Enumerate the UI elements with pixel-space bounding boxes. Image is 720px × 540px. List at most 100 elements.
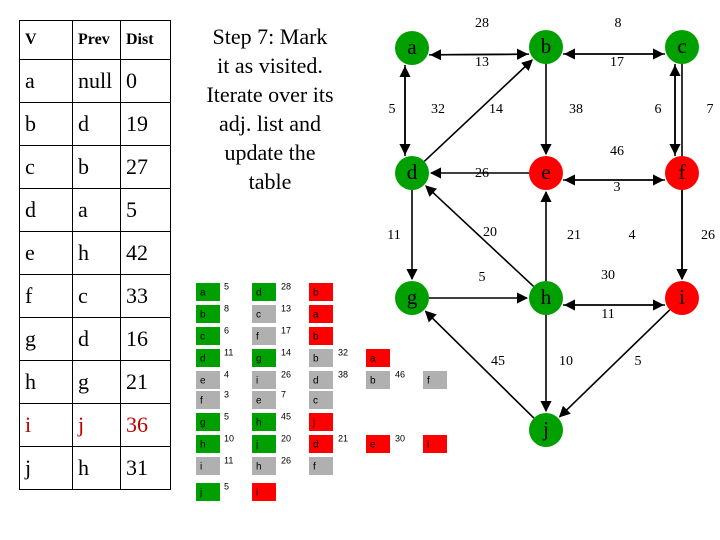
cell-vertex: b [19, 102, 73, 146]
cell-dist: 27 [120, 145, 171, 189]
edge-b-a [429, 49, 530, 61]
edge-weight-f-c: 7 [707, 102, 714, 117]
adj-entry-box [366, 349, 390, 367]
adj-weight: 5 [224, 481, 229, 491]
step-description: Step 7: Mark it as visited. Iterate over… [206, 24, 334, 194]
edge-weight-a-d: 5 [389, 102, 396, 117]
adj-entry-label: b [313, 354, 319, 365]
adj-entry-box [252, 305, 276, 323]
adj-entry-label: f [427, 376, 430, 387]
edge-weight-a-b: 28 [475, 16, 489, 31]
edge-weight-b-e: 38 [569, 102, 583, 117]
edge-j-g [424, 310, 535, 419]
edge-weight-e-f: 46 [610, 144, 624, 159]
adj-entry-label: d [313, 440, 319, 451]
adj-entry-label: b [313, 332, 319, 343]
edge-weight-b-a: 13 [475, 55, 489, 70]
adj-head-label-f: f [200, 396, 203, 407]
adj-entry-box [309, 457, 333, 475]
adj-entry-label: f [313, 462, 316, 473]
cell-prev: d [72, 317, 121, 361]
graph-node-label-h: h [541, 285, 552, 309]
cell-dist: 33 [120, 274, 171, 318]
adj-head-label-c: c [200, 332, 205, 343]
adj-entry-label: d [256, 288, 262, 299]
edge-weight-c-b: 17 [610, 55, 624, 70]
adj-head-label-b: b [200, 310, 206, 321]
adj-entry-label: h [256, 418, 262, 429]
edge-weight-d-g: 11 [387, 228, 400, 243]
adj-entry-label: i [256, 376, 258, 387]
adj-weight: 26 [281, 455, 291, 465]
adj-weight: 10 [224, 433, 234, 443]
adj-weight: 11 [224, 347, 233, 357]
edge-weight-e-d: 26 [475, 166, 489, 181]
cell-vertex: i [19, 403, 73, 447]
adj-head-label-h: h [200, 440, 206, 451]
cell-dist: 31 [120, 446, 171, 490]
adj-head-label-j: j [199, 488, 202, 499]
adj-weight: 21 [338, 433, 348, 443]
graph-node-label-c: c [677, 34, 686, 58]
edge-weight-d-b: 14 [489, 102, 503, 117]
adj-entry-label: b [370, 376, 376, 387]
graph-node-i [665, 281, 699, 315]
graph-node-label-f: f [679, 160, 686, 184]
adj-weight: 5 [224, 411, 229, 421]
cell-dist: 19 [120, 102, 171, 146]
adj-entry-box [309, 391, 333, 409]
graph-node-label-g: g [407, 285, 418, 309]
edge-weight-g-h: 5 [479, 270, 486, 285]
adj-entry-box [252, 283, 276, 301]
adj-head-box-f [196, 391, 220, 409]
edge-d-b [423, 59, 533, 162]
adj-entry-label: e [256, 396, 262, 407]
adj-entry-box [309, 305, 333, 323]
cell-vertex: j [19, 446, 73, 490]
adj-weight: 3 [224, 389, 229, 399]
adj-entry-label: c [313, 396, 318, 407]
edge-weight-h-e: 21 [567, 228, 581, 243]
graph-node-label-a: a [407, 35, 417, 59]
edge-weight-f-e: 3 [614, 180, 621, 195]
graph-node-label-e: e [541, 160, 550, 184]
adj-entry-label: b [313, 288, 319, 299]
graph-node-a [395, 31, 429, 65]
edge-weight-j-g: 45 [491, 354, 505, 369]
graph-node-f [665, 156, 699, 190]
adj-entry-box [366, 371, 390, 389]
cell-vertex: f [19, 274, 73, 318]
cell-dist: 21 [120, 360, 171, 404]
adj-weight: 32 [338, 347, 348, 357]
adj-entry-box [252, 349, 276, 367]
adj-entry-box [252, 371, 276, 389]
adj-head-label-a: a [200, 288, 206, 299]
graph-node-d [395, 156, 429, 190]
adj-entry-box [252, 483, 276, 501]
adj-entry-label: h [256, 462, 262, 473]
graph-node-label-b: b [541, 34, 552, 58]
adj-weight: 14 [281, 347, 291, 357]
distance-table-header: V Prev Dist [19, 20, 171, 60]
graph-node-j [529, 413, 563, 447]
graph-node-label-d: d [407, 160, 418, 184]
graph-node-e [529, 156, 563, 190]
edge-weight-b-c: 8 [615, 16, 622, 31]
adj-weight: 6 [224, 325, 229, 335]
graph-node-b [529, 30, 563, 64]
adj-weight: 7 [281, 389, 286, 399]
adj-head-box-g [196, 413, 220, 431]
cell-dist: 0 [120, 59, 171, 103]
adj-entry-box [252, 327, 276, 345]
adj-weight: 26 [281, 369, 291, 379]
adj-weight: 5 [224, 281, 229, 291]
adj-head-box-a [196, 283, 220, 301]
adj-entry-box [309, 327, 333, 345]
adj-weight: 13 [281, 303, 291, 313]
adj-weight: 30 [395, 433, 405, 443]
edge-i-j [558, 309, 671, 418]
